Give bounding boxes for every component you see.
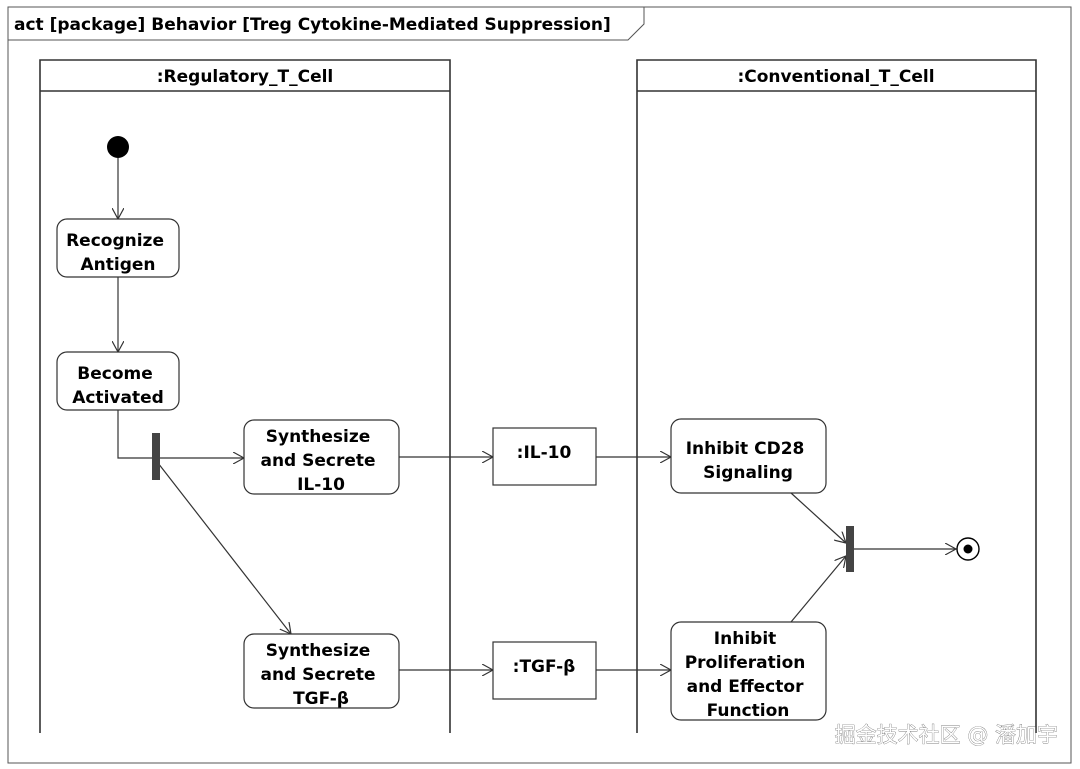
object-label-il10: :IL-10 [517, 443, 572, 463]
initial-node[interactable] [107, 136, 129, 158]
action-label-line: Become [77, 364, 153, 384]
svg-text:Synthesize and Secrete: Synthesize and Secrete IL-10 [260, 427, 381, 495]
svg-text:Synthesize and Secrete: Synthesize and Secrete TGF-β [260, 641, 381, 709]
object-il10[interactable]: :IL-10 [492, 427, 597, 486]
action-inhibit-cd28-signaling[interactable]: Inhibit CD28 Signaling [670, 418, 827, 494]
action-label-line: and Effector [687, 677, 804, 697]
action-label-line: Antigen [80, 255, 155, 275]
action-recognize-antigen[interactable]: Recognize Antigen [56, 218, 180, 278]
flow-cd28-to-join [790, 492, 846, 543]
action-inhibit-proliferation[interactable]: Inhibit Proliferation and Effector Funct… [670, 621, 827, 721]
action-label-line: TGF-β [293, 689, 349, 709]
join-bar[interactable] [846, 526, 854, 572]
action-label-line: IL-10 [297, 475, 345, 495]
frame-title: act [package] Behavior [Treg Cytokine-Me… [14, 15, 611, 35]
action-become-activated[interactable]: Become Activated [56, 351, 180, 411]
svg-text:Inhibit Proliferation: Inhibit Proliferation and Effector Funct… [685, 629, 812, 721]
flows [118, 158, 956, 670]
final-node[interactable] [956, 537, 980, 561]
action-label-line: Signaling [703, 463, 793, 483]
action-label-line: and Secrete [260, 665, 375, 685]
flow-activate-to-fork [117, 410, 154, 459]
action-label-line: Activated [72, 388, 164, 408]
action-label-line: and Secrete [260, 451, 375, 471]
action-label-line: Recognize [66, 231, 164, 251]
lane-regulatory-t-cell: :Regulatory_T_Cell [39, 59, 451, 733]
action-label-line: Proliferation [685, 653, 806, 673]
watermark: 掘金技术社区 @ 潘加宇 [835, 723, 1058, 747]
flow-fork-to-tgfb [157, 462, 291, 634]
lane-title-regulatory-t-cell: :Regulatory_T_Cell [157, 67, 334, 87]
action-synthesize-secrete-il10[interactable]: Synthesize and Secrete IL-10 [243, 419, 400, 495]
action-label-line: Inhibit [714, 629, 776, 649]
frame-tab [8, 7, 645, 41]
action-label-line: Synthesize [266, 641, 371, 661]
svg-text:Recognize Antigen: Recognize Antigen [66, 231, 170, 275]
svg-text:Inhibit CD28 Signaling: Inhibit CD28 Signaling [686, 439, 811, 483]
diagram-frame [7, 6, 1072, 764]
action-synthesize-secrete-tgfb[interactable]: Synthesize and Secrete TGF-β [243, 633, 400, 709]
svg-text:Become Activated: Become Activated [72, 364, 164, 408]
object-label-tgfb: :TGF-β [513, 657, 576, 677]
fork-bar[interactable] [152, 433, 160, 480]
flow-prolif-to-join [790, 556, 846, 623]
lane-title-conventional-t-cell: :Conventional_T_Cell [737, 67, 934, 87]
action-label-line: Synthesize [266, 427, 371, 447]
lane-conventional-t-cell: :Conventional_T_Cell [636, 59, 1037, 733]
action-label-line: Function [707, 701, 790, 721]
action-label-line: Inhibit CD28 [686, 439, 805, 459]
object-tgfb[interactable]: :TGF-β [492, 641, 597, 700]
